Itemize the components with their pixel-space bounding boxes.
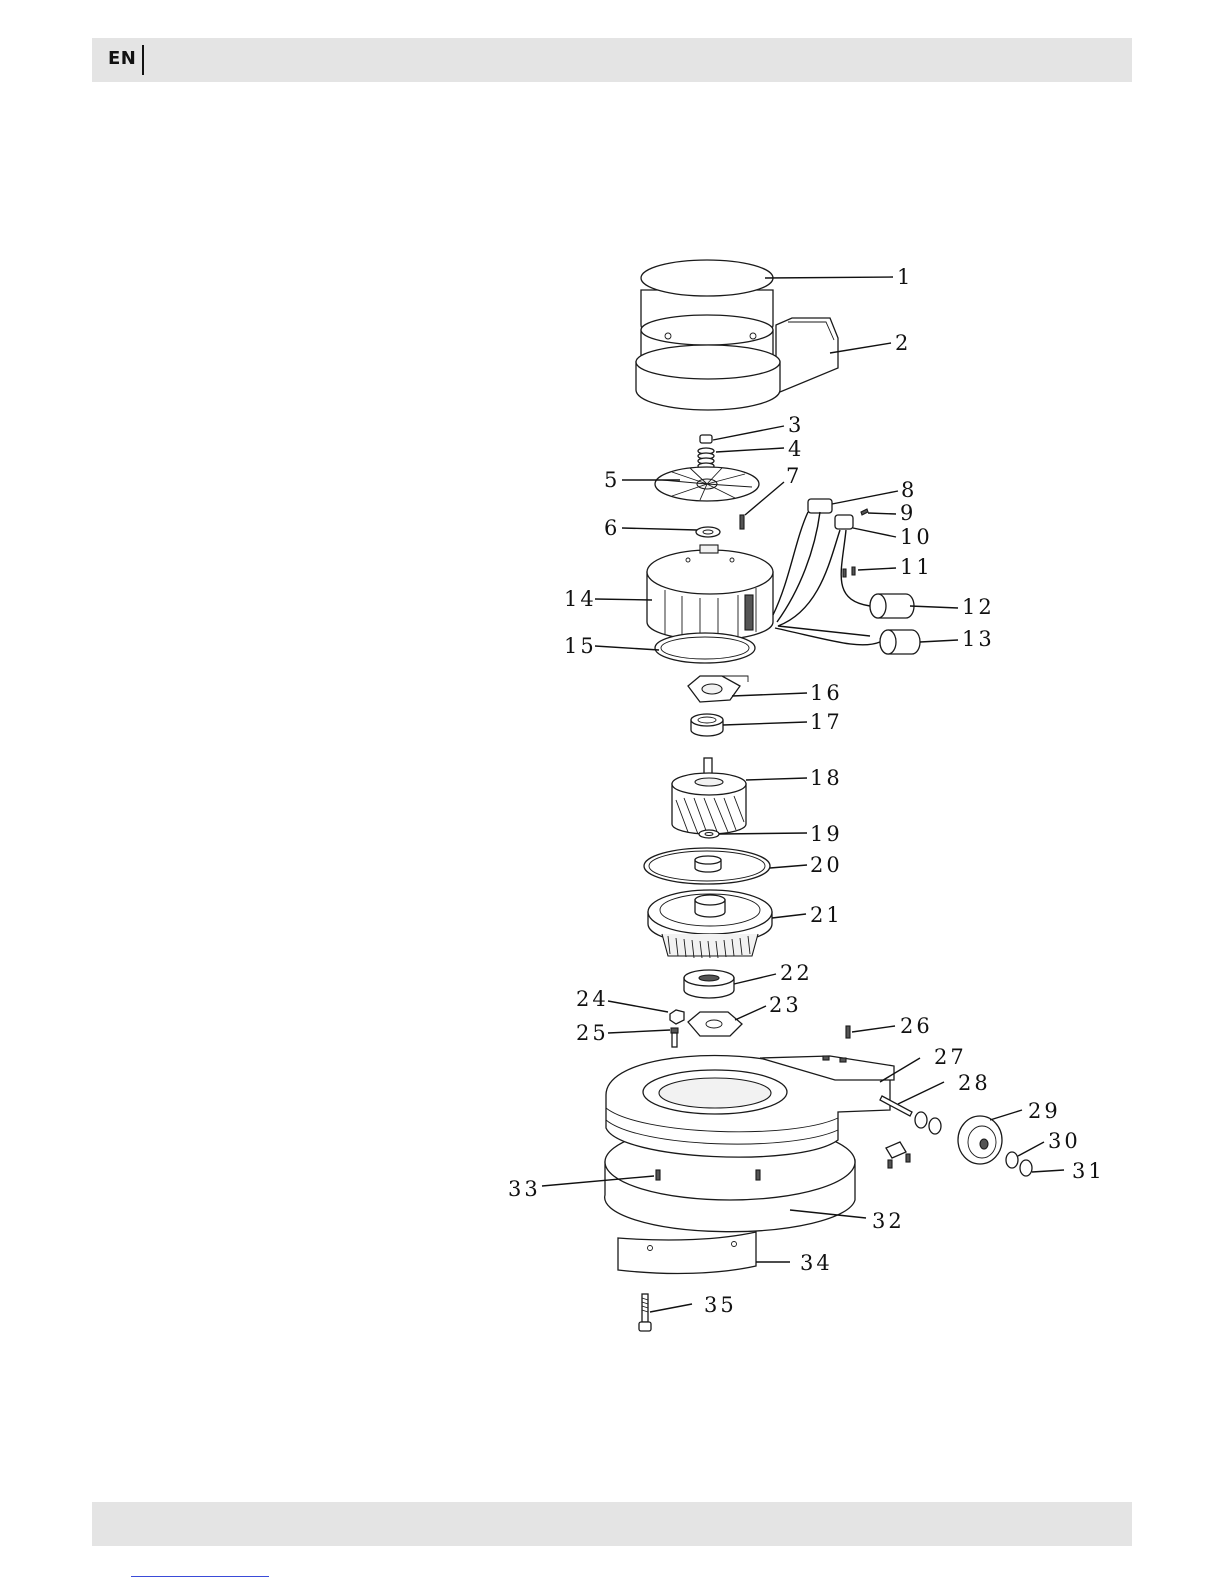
callout-4: 4 [788,437,804,461]
callout-9: 9 [900,501,916,525]
part-plate [644,848,770,884]
part-axle-wheel [880,1096,1032,1176]
part-gasket-ring [655,633,755,663]
callout-33: 33 [508,1177,541,1201]
callout-31: 31 [1072,1159,1105,1183]
part-motor-housing [636,315,838,410]
part-wiring-harness [773,499,880,645]
callout-32: 32 [872,1209,905,1233]
callout-12: 12 [962,595,995,619]
link-underline[interactable] [131,1576,269,1577]
part-stator [647,545,773,642]
callout-27: 27 [934,1045,967,1069]
callout-20: 20 [810,853,843,877]
callout-3: 3 [788,413,804,437]
part-capacitor-upper [870,594,914,618]
part-nut-spring [698,435,714,469]
callout-30: 30 [1048,1129,1081,1153]
callout-35: 35 [704,1293,737,1317]
callout-5: 5 [604,468,620,492]
callout-21: 21 [810,903,843,927]
callout-22: 22 [780,961,813,985]
part-clip [886,1142,910,1168]
part-brush-holder [688,676,748,702]
part-bumper-segment [618,1232,756,1273]
callout-15: 15 [564,634,597,658]
callout-6: 6 [604,516,620,540]
callout-7: 7 [786,464,802,488]
part-base [605,1055,894,1231]
callout-26: 26 [900,1014,933,1038]
part-fan [655,467,759,501]
callout-28: 28 [958,1071,991,1095]
part-bracket-23 [688,1012,742,1036]
part-screw-26 [846,1026,850,1038]
callout-34: 34 [800,1251,833,1275]
callout-17: 17 [810,710,843,734]
part-gear-hub [684,970,734,998]
part-washer-19 [699,830,719,838]
callout-29: 29 [1028,1099,1061,1123]
part-bolt-25 [671,1028,678,1047]
callout-13: 13 [962,627,995,651]
part-nut-24 [670,1010,684,1024]
callout-10: 10 [900,525,933,549]
callout-18: 18 [810,766,843,790]
part-rotor [672,758,746,836]
callout-16: 16 [810,681,843,705]
part-bearing-upper [691,714,723,736]
callout-1: 1 [897,265,913,289]
part-capacitor-lower [880,630,920,654]
part-washer-screw [696,515,744,537]
part-gear-housing [648,890,772,958]
callout-14: 14 [564,587,597,611]
callout-2: 2 [895,331,911,355]
callout-11: 11 [900,555,933,579]
part-bolt-35 [639,1294,651,1331]
callout-24: 24 [576,987,609,1011]
footer-bar [92,1502,1132,1546]
callout-25: 25 [576,1021,609,1045]
callout-19: 19 [810,822,843,846]
callout-8: 8 [901,478,917,502]
callout-23: 23 [769,993,802,1017]
